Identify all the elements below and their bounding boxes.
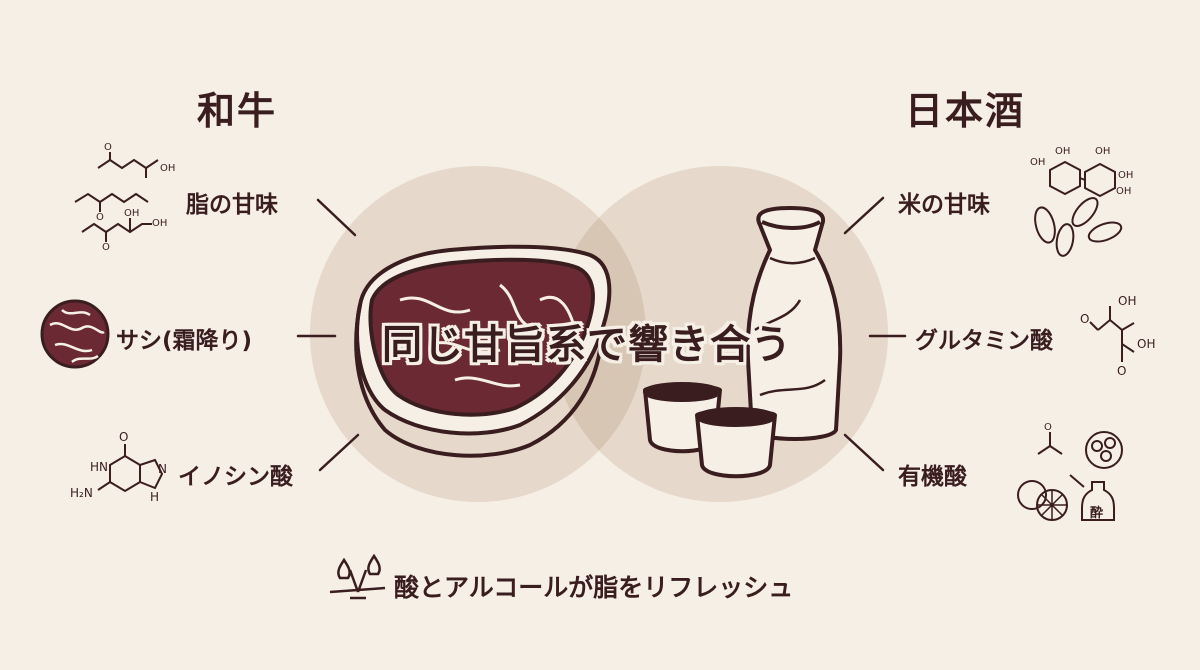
feature-marbling: サシ(霜降り) <box>116 328 253 354</box>
chem-o-label: O <box>119 430 129 444</box>
chem-oh-label: OH <box>1137 337 1156 351</box>
chem-o-label: O <box>96 212 104 223</box>
feature-fat-sweetness: 脂の甘味 <box>186 192 278 218</box>
glutamic-acid-structure-icon <box>1089 306 1135 362</box>
feature-glutamic-acid: グルタミン酸 <box>915 328 1053 354</box>
marbling-icon <box>40 299 110 369</box>
sake-bottle-label: 酔 <box>1090 506 1104 521</box>
feature-organic-acid: 有機酸 <box>898 464 967 490</box>
connector-lines <box>296 196 907 472</box>
chem-oh-label: OH <box>1116 186 1132 197</box>
chem-oh-label: OH <box>1030 157 1046 168</box>
sake-bottle-icon <box>643 206 843 479</box>
rice-sugar-icon <box>1034 160 1123 257</box>
center-phrase: 同じ甘旨系で響き合う <box>382 322 792 368</box>
chem-o-label: O <box>1117 364 1127 378</box>
chem-hn-label: HN <box>90 460 108 474</box>
chem-o-label: O <box>1044 422 1052 433</box>
chem-h-label: H <box>150 490 160 504</box>
chem-oh-label: OH <box>124 208 140 219</box>
footer-caption: 酸とアルコールが脂をリフレッシュ <box>394 573 794 602</box>
chem-h2n-label: H₂N <box>70 486 93 500</box>
chem-o-label: O <box>102 242 110 253</box>
wagyu-title: 和牛 <box>197 89 278 133</box>
chem-o-label: O <box>1080 312 1090 326</box>
chem-oh-label: OH <box>1118 170 1134 181</box>
chem-oh-label: OH <box>1095 146 1111 157</box>
chem-o-label: O <box>104 142 112 153</box>
inosinic-acid-structure-icon <box>97 444 164 493</box>
chem-oh-label: OH <box>1055 146 1071 157</box>
balance-drops-icon <box>329 553 386 600</box>
chem-oh-label: OH <box>160 163 176 174</box>
feature-inosinic-acid: イノシン酸 <box>178 464 293 490</box>
wagyu-steak-icon <box>354 244 612 458</box>
chem-n-label: N <box>158 462 167 476</box>
sake-title: 日本酒 <box>905 89 1026 133</box>
chem-oh-label: OH <box>152 218 168 229</box>
fatty-acid-structures-icon <box>74 152 159 242</box>
organic-acid-icon <box>1017 431 1123 521</box>
feature-rice-sweetness: 米の甘味 <box>898 192 990 218</box>
chem-oh-label: OH <box>1118 294 1137 308</box>
